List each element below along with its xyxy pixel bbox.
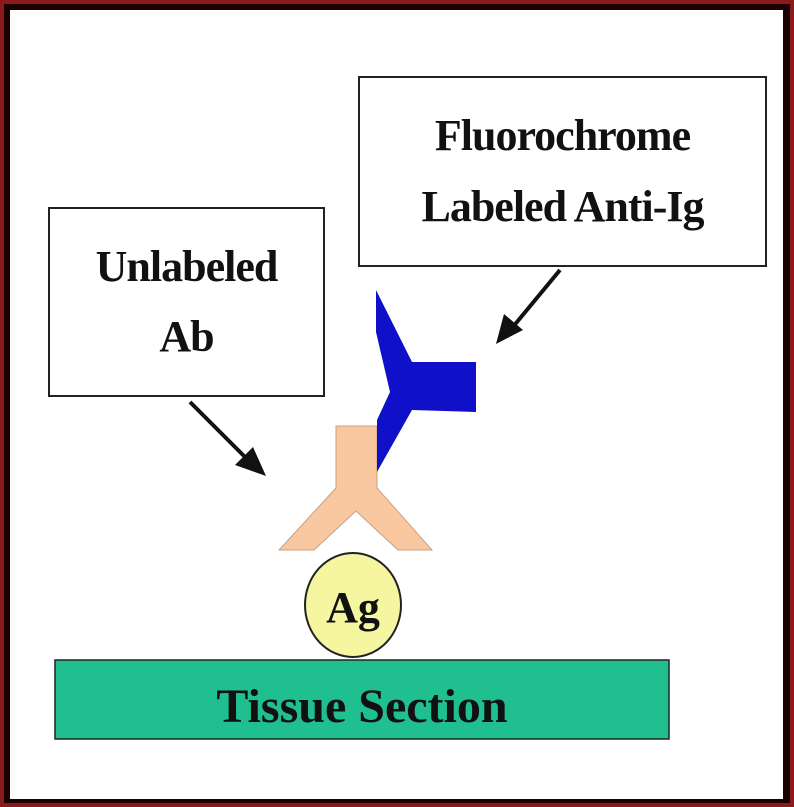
arrow-unlabeled-ab — [188, 400, 250, 462]
labeled-anti-ig-antibody — [376, 290, 476, 472]
unlabeled-ab-line-2: Ab — [159, 312, 214, 361]
arrow-head-fluorochrome — [496, 314, 523, 344]
fluorochrome-line-2: Labeled Anti-Ig — [421, 181, 704, 231]
tissue-section — [54, 659, 670, 740]
unlabeled-antibody — [277, 425, 434, 551]
fluorochrome-line-1: Fluorochrome — [434, 111, 691, 161]
unlabeled-ab-line-1: Unlabeled — [95, 241, 279, 291]
antigen-label: Ag — [326, 583, 380, 632]
unlabeled-ab-label-box: Unlabeled Ab — [48, 207, 325, 397]
arrow-head-unlabeled-ab — [235, 447, 266, 476]
arrow-fluorochrome — [510, 268, 562, 330]
antigen — [304, 552, 402, 658]
tissue-section-label: Tissue Section — [216, 680, 507, 733]
fluorochrome-label-box: Fluorochrome Labeled Anti-Ig — [358, 76, 767, 267]
